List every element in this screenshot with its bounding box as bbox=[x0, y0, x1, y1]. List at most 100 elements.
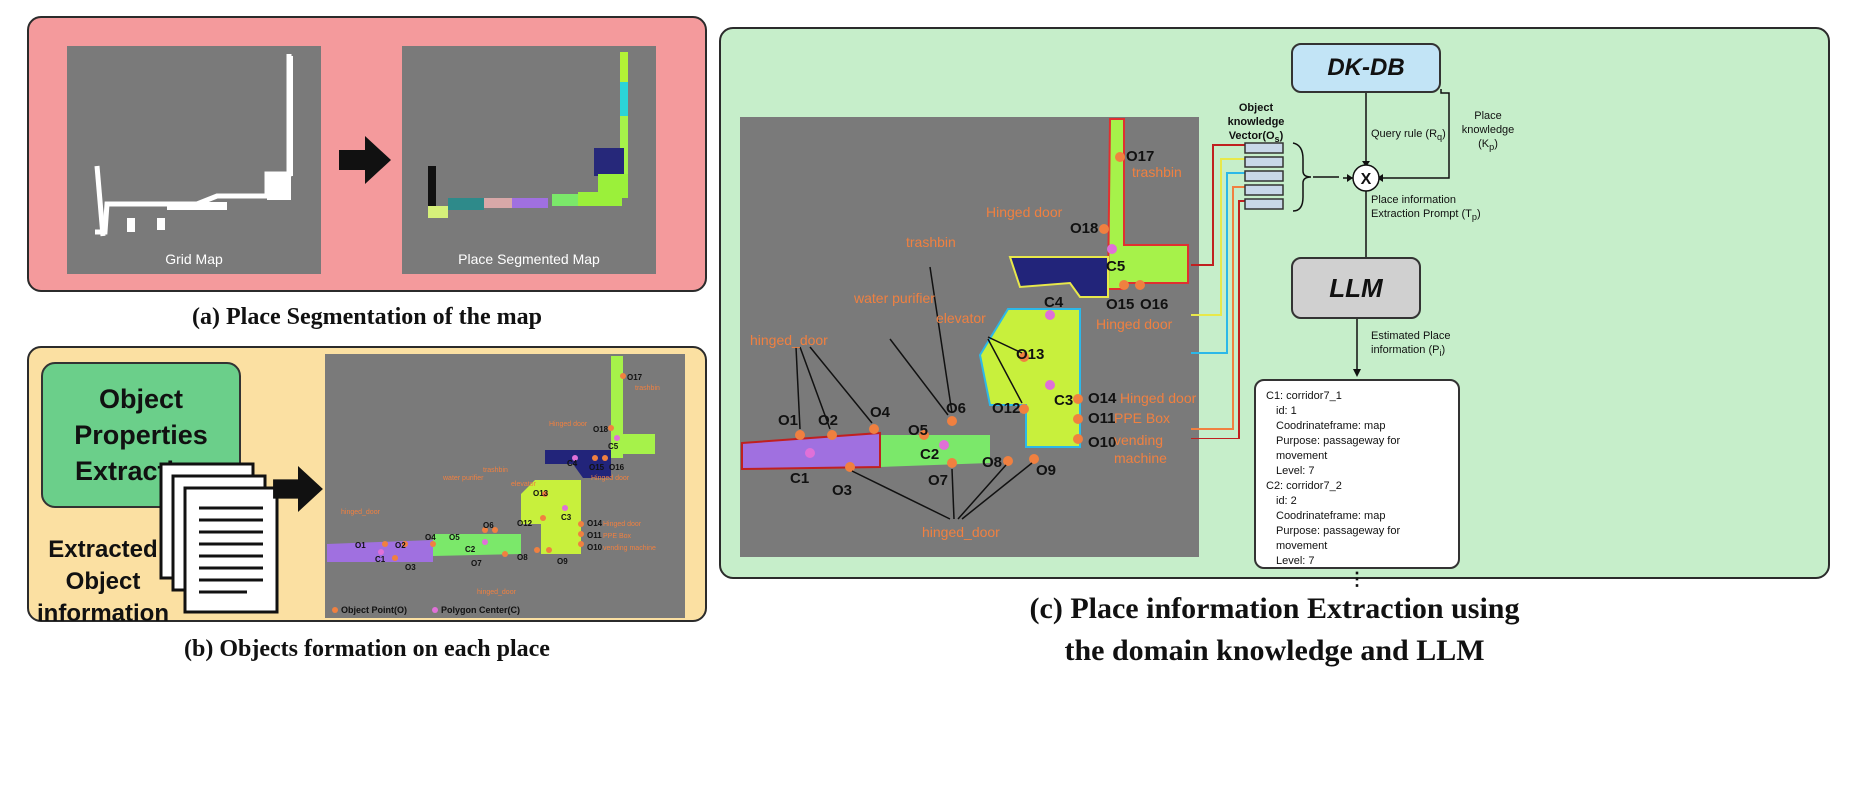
svg-text:O1: O1 bbox=[355, 541, 366, 550]
svg-text:C4: C4 bbox=[1044, 294, 1064, 311]
svg-text:O2: O2 bbox=[395, 541, 406, 550]
svg-text:C1: C1 bbox=[790, 470, 809, 487]
output-line: Purpose: passageway for movement bbox=[1276, 525, 1401, 552]
svg-text:C2: C2 bbox=[920, 446, 939, 463]
svg-text:O18: O18 bbox=[593, 425, 609, 434]
svg-text:O16: O16 bbox=[1140, 296, 1168, 313]
svg-text:O9: O9 bbox=[557, 557, 568, 566]
svg-text:C5: C5 bbox=[608, 442, 619, 451]
svg-text:O6: O6 bbox=[483, 521, 494, 530]
svg-text:O11: O11 bbox=[1088, 410, 1116, 427]
svg-text:hinged_door: hinged_door bbox=[341, 509, 381, 516]
svg-text:hinged_door: hinged_door bbox=[922, 524, 1000, 540]
svg-text:O12: O12 bbox=[992, 400, 1020, 417]
svg-text:PPE Box: PPE Box bbox=[1114, 410, 1170, 426]
svg-text:PPE Box: PPE Box bbox=[603, 533, 632, 540]
svg-text:O7: O7 bbox=[928, 472, 948, 489]
svg-text:C2: C2 bbox=[465, 545, 476, 554]
svg-text:O13: O13 bbox=[533, 489, 549, 498]
arrow-right-icon bbox=[273, 466, 323, 512]
caption-c-line2: the domain knowledge and LLM bbox=[1064, 634, 1485, 667]
svg-text:vending: vending bbox=[1114, 432, 1163, 448]
svg-text:O4: O4 bbox=[425, 533, 436, 542]
svg-text:Hinged door: Hinged door bbox=[549, 421, 588, 428]
extracted-object-info-label: Extracted Object information bbox=[37, 536, 169, 627]
estimated-label: Estimated Place information (Pi) bbox=[1371, 330, 1451, 359]
output-line: C2: corridor7_2 bbox=[1266, 480, 1342, 492]
prompt-label: Place information Extraction Prompt (Tp) bbox=[1371, 194, 1481, 223]
svg-text:O10: O10 bbox=[587, 543, 603, 552]
svg-text:O3: O3 bbox=[832, 482, 852, 499]
svg-text:water purifier: water purifier bbox=[853, 290, 935, 306]
grid-map-image: Grid Map bbox=[67, 46, 321, 274]
svg-text:C1: C1 bbox=[375, 555, 386, 564]
llm-box: LLM bbox=[1291, 257, 1421, 319]
svg-text:C5: C5 bbox=[1106, 258, 1125, 275]
svg-text:elevator: elevator bbox=[936, 310, 986, 326]
panel-a-place-segmentation: Grid Map Place Segmented Map bbox=[27, 16, 707, 292]
svg-text:O15: O15 bbox=[1106, 296, 1134, 313]
document-stack-icon bbox=[159, 462, 279, 614]
svg-text:O4: O4 bbox=[870, 404, 891, 421]
svg-text:O12: O12 bbox=[517, 519, 533, 528]
svg-text:machine: machine bbox=[1114, 450, 1167, 466]
svg-text:O14: O14 bbox=[1088, 390, 1117, 407]
caption-c-line1: (c) Place information Extraction using bbox=[1029, 592, 1520, 625]
svg-text:O5: O5 bbox=[908, 422, 928, 439]
segmented-map-label: Place Segmented Map bbox=[458, 251, 600, 267]
svg-text:O3: O3 bbox=[405, 563, 416, 572]
caption-a: (a) Place Segmentation of the map bbox=[192, 304, 542, 330]
grid-map-label: Grid Map bbox=[165, 251, 223, 267]
svg-text:O18: O18 bbox=[1070, 220, 1098, 237]
output-line: Purpose: passageway for movement bbox=[1276, 435, 1401, 462]
output-line: id: 2 bbox=[1276, 495, 1297, 507]
output-line: Coodrinateframe: map bbox=[1276, 420, 1386, 432]
svg-text:O7: O7 bbox=[471, 559, 482, 568]
output-line: Level: 7 bbox=[1276, 465, 1315, 477]
output-line: C1: corridor7_1 bbox=[1266, 390, 1342, 402]
svg-text:O17: O17 bbox=[1126, 148, 1154, 165]
dk-db-box: DK-DB bbox=[1291, 43, 1441, 93]
object-vector-label: Object knowledge Vector(Os) bbox=[1227, 102, 1285, 145]
multiply-icon: X bbox=[1361, 171, 1372, 188]
svg-text:O2: O2 bbox=[818, 412, 838, 429]
output-line: id: 1 bbox=[1276, 405, 1297, 417]
svg-text:O15: O15 bbox=[589, 463, 605, 472]
output-box: C1: corridor7_1 id: 1 Coodrinateframe: m… bbox=[1254, 379, 1460, 589]
object-vector-stack bbox=[1244, 142, 1339, 212]
caption-b: (b) Objects formation on each place bbox=[184, 636, 550, 662]
arrow-right-icon bbox=[339, 136, 391, 184]
annotated-map-small: O17 O18 C5 C4 O15 O16 O13 O12 C3 O14 O11… bbox=[325, 354, 685, 618]
svg-text:hinged_door: hinged_door bbox=[750, 332, 828, 348]
ellipsis-icon: ⋮ bbox=[1348, 569, 1366, 589]
annotated-map-large: O17 O18 C5 C4 O15 O16 O13 O12 C3 O14 O11… bbox=[740, 117, 1199, 557]
svg-text:Hinged door: Hinged door bbox=[986, 204, 1063, 220]
svg-text:O9: O9 bbox=[1036, 462, 1056, 479]
svg-text:C3: C3 bbox=[1054, 392, 1073, 409]
svg-text:C3: C3 bbox=[561, 513, 572, 522]
svg-text:O8: O8 bbox=[982, 454, 1002, 471]
svg-text:Hinged door: Hinged door bbox=[591, 475, 630, 482]
svg-text:O13: O13 bbox=[1016, 346, 1044, 363]
svg-text:O6: O6 bbox=[946, 400, 966, 417]
place-segmented-map-image: Place Segmented Map bbox=[402, 46, 656, 274]
svg-text:trashbin: trashbin bbox=[906, 234, 956, 250]
place-knowledge-label: Place knowledge (Kp) bbox=[1461, 110, 1515, 153]
svg-text:C4: C4 bbox=[567, 459, 578, 468]
legend-polygon-center: Polygon Center(C) bbox=[441, 605, 520, 615]
query-rule-label: Query rule (Rq) bbox=[1371, 128, 1446, 143]
svg-text:trashbin: trashbin bbox=[1132, 164, 1182, 180]
svg-text:Hinged door: Hinged door bbox=[603, 521, 642, 528]
output-line: Level: 7 bbox=[1276, 555, 1315, 567]
svg-text:elevator: elevator bbox=[511, 481, 537, 488]
svg-text:O5: O5 bbox=[449, 533, 460, 542]
output-line: Coodrinateframe: map bbox=[1276, 510, 1386, 522]
svg-text:trashbin: trashbin bbox=[483, 467, 508, 474]
svg-text:O8: O8 bbox=[517, 553, 528, 562]
svg-text:O16: O16 bbox=[609, 463, 625, 472]
legend-object-point: Object Point(O) bbox=[341, 605, 407, 615]
map-to-vector-connectors bbox=[1191, 144, 1245, 439]
svg-text:Hinged door: Hinged door bbox=[1096, 316, 1173, 332]
panel-b-objects-formation: Object Properties Extraction Extracted O… bbox=[27, 346, 707, 627]
svg-text:O17: O17 bbox=[627, 373, 643, 382]
